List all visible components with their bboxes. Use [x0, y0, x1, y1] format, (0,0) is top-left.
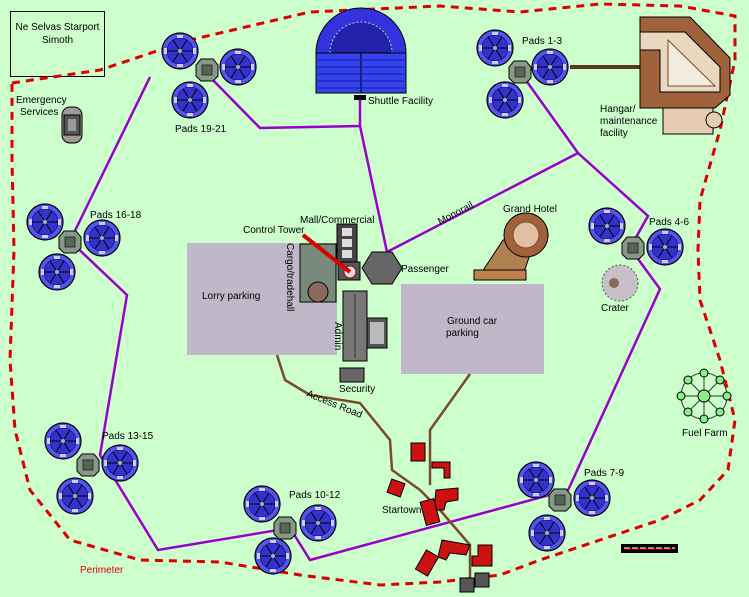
ground-car-parking-label-2: parking — [446, 328, 479, 339]
fuel-farm — [676, 368, 732, 424]
passenger-terminal-building — [361, 251, 403, 285]
admin-building — [342, 290, 388, 362]
perimeter-line — [8, 2, 737, 587]
passenger-label: Passenger — [401, 264, 449, 275]
pads-7-9-label: Pads 7-9 — [584, 468, 624, 479]
mall-commercial-label: Mall/Commercial — [300, 215, 374, 226]
emergency-services-label-2: Services — [20, 107, 58, 118]
security-building — [339, 367, 365, 383]
emergency-services-building — [61, 106, 83, 144]
pad-cluster-19-21 — [161, 32, 257, 119]
shuttle-facility-building — [315, 7, 407, 100]
map-title: Ne Selvas Starport — [15, 22, 100, 33]
startown-label: Startown — [382, 505, 421, 516]
admin-label: Admin — [332, 322, 343, 350]
grand-hotel-building — [473, 212, 549, 281]
control-tower-label: Control Tower — [243, 225, 305, 236]
crater — [601, 264, 639, 302]
emergency-services-label: Emergency — [16, 95, 67, 106]
cargo-tradehall-building — [299, 243, 337, 303]
startown-buildings — [386, 442, 493, 577]
control-tower-pointer — [301, 233, 352, 274]
lorry-parking-label: Lorry parking — [202, 291, 260, 302]
hangar-label-3: facility — [600, 128, 628, 139]
ground-car-parking-area — [401, 284, 544, 374]
cargo-tradehall-label: Cargo/tradehall — [284, 243, 295, 311]
grand-hotel-label: Grand Hotel — [503, 204, 557, 215]
pads-19-21-label: Pads 19-21 — [175, 124, 227, 135]
pads-1-3-label: Pads 1-3 — [522, 36, 562, 47]
mall-commercial-building — [336, 223, 358, 265]
hangar-label: Hangar/ — [600, 104, 636, 115]
shuttle-facility-label: Shuttle Facility — [368, 96, 433, 107]
south-gate-building — [459, 572, 490, 593]
perimeter-label: Perimeter — [80, 565, 124, 576]
pads-4-6-label: Pads 4-6 — [649, 217, 689, 228]
map-subtitle: Simoth — [41, 35, 74, 46]
pads-13-15-label: Pads 13-15 — [102, 431, 154, 442]
fuel-farm-label: Fuel Farm — [682, 428, 728, 439]
access-road — [275, 354, 472, 580]
monorail-label: Monorail — [436, 200, 475, 228]
monorail-line — [68, 71, 662, 562]
crater-label: Crater — [601, 303, 629, 314]
security-label: Security — [339, 384, 375, 395]
hangar-label-2: maintenance — [600, 116, 658, 127]
hangar-building — [639, 16, 731, 135]
scale-bar — [621, 544, 678, 553]
pads-10-12-label: Pads 10-12 — [289, 490, 341, 501]
ground-car-parking-label: Ground car — [447, 316, 498, 327]
pads-16-18-label: Pads 16-18 — [90, 210, 142, 221]
